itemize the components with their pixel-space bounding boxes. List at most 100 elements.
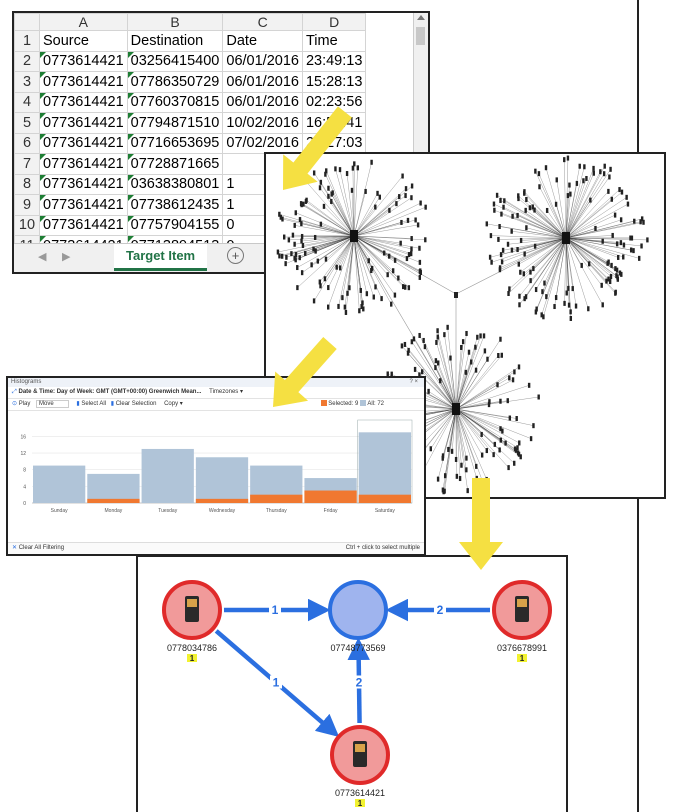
measure-select[interactable]: Date & Time: Day of Week: GMT (GMT+00:00… [18,389,202,395]
cell[interactable]: 0773614421 [39,112,128,134]
phone-node-icon [511,377,515,383]
phone-node-icon [487,402,491,408]
phone-node-icon [500,352,503,358]
cell[interactable]: 06/01/2016 [222,91,303,113]
cell[interactable]: 07/02/2016 [222,132,303,154]
column-header-row: A B C D [14,13,367,31]
cell[interactable]: Time [301,30,367,52]
copy-menu[interactable]: Copy ▾ [164,401,183,407]
cell[interactable]: 03256415400 [126,50,224,72]
cell[interactable]: 02:23:56 [301,91,367,113]
column-header[interactable]: C [222,13,303,31]
scroll-up-icon[interactable] [417,15,425,20]
tab-prev-icon[interactable]: ◀ [38,251,47,263]
phone-node-icon [323,276,327,282]
clear-filtering-button[interactable]: Clear All Filtering [18,545,65,551]
row-header[interactable]: 6 [14,132,40,154]
clear-selection-button[interactable]: Clear Selection [115,401,157,407]
secondary-select[interactable]: (none) [278,389,296,395]
cell[interactable]: Date [222,30,303,52]
phone-node-icon [619,240,623,246]
cell[interactable]: 10/02/2016 [222,112,303,134]
cell[interactable]: 07757904155 [126,214,224,236]
table-row: 3 0773614421 07786350729 06/01/2016 15:2… [14,71,367,93]
add-sheet-icon[interactable]: + [227,247,244,264]
phone-screen-icon [187,599,197,607]
cell[interactable]: 06/01/2016 [222,71,303,93]
timezones-menu[interactable]: Timezones ▾ [209,389,243,395]
select-all-button[interactable]: Select All [81,401,107,407]
y-tick-label: 16 [20,434,26,440]
phone-node-icon [569,315,573,321]
cell[interactable]: 0773614421 [39,71,128,93]
phone-node-icon [447,446,450,452]
cell[interactable]: 0773614421 [39,214,128,236]
phone-node-icon [458,476,462,482]
row-header[interactable]: 10 [14,214,40,236]
phone-node-icon [390,371,393,377]
move-select[interactable]: Move [36,400,69,408]
cell[interactable]: 07786350729 [126,71,224,93]
row-header[interactable]: 1 [14,30,40,52]
row-header[interactable]: 5 [14,112,40,134]
row-header[interactable]: 2 [14,50,40,72]
count-badge [517,654,527,662]
cell[interactable]: 16:57:41 [301,112,367,134]
select-all-corner[interactable] [14,13,40,31]
row-header[interactable]: 9 [14,194,40,216]
close-icon[interactable]: ✕ [12,545,18,551]
cell[interactable]: 03638380801 [126,173,224,195]
phone-node-icon [524,294,528,300]
phone-node-icon [617,254,620,260]
cell[interactable]: 23:49:13 [301,50,367,72]
play-icon[interactable]: ⊙ [12,401,18,407]
cell[interactable]: 07716653695 [126,132,224,154]
cell[interactable]: 0773614421 [39,132,128,154]
tab-next-icon[interactable]: ▶ [62,251,71,263]
column-header[interactable]: A [39,13,128,31]
phone-node-icon [386,371,389,377]
phone-node-icon [508,375,511,381]
phone-node-icon [276,249,280,255]
table-row: 6 0773614421 07716653695 07/02/2016 23:2… [14,132,367,154]
cell[interactable]: 07738612435 [126,194,224,216]
phone-node-icon [446,324,449,330]
column-header[interactable]: D [301,13,367,31]
cell[interactable]: 06/01/2016 [222,50,303,72]
scroll-thumb[interactable] [416,27,425,45]
cell[interactable]: 0773614421 [39,91,128,113]
tab-target-item[interactable]: Target Item [114,244,208,271]
phone-node-icon [285,254,288,260]
row-header[interactable]: 3 [14,71,40,93]
cell[interactable]: Destination [126,30,224,52]
phone-node-icon [611,232,614,238]
column-header[interactable]: B [126,13,224,31]
network-graph[interactable] [266,154,664,497]
play-button[interactable]: Play [18,401,31,407]
cell[interactable]: 07794871510 [126,112,224,134]
row-header[interactable]: 7 [14,153,40,175]
row-header[interactable]: 4 [14,91,40,113]
phone-node-icon [516,212,519,218]
cell[interactable]: 23:27:03 [301,132,367,154]
phone-node-icon [609,166,612,172]
phone-node-icon [403,341,407,347]
phone-node-icon [563,300,566,306]
cell[interactable]: 0773614421 [39,194,128,216]
cell[interactable]: Source [39,30,128,52]
phone-node-icon [486,356,489,362]
phone-screen-icon [517,599,527,607]
phone-node-icon [524,207,527,213]
phone-node-icon [398,194,401,200]
cell[interactable]: 07760370815 [126,91,224,113]
cell[interactable]: 0773614421 [39,173,128,195]
cell[interactable]: 0773614421 [39,50,128,72]
phone-node-icon [504,440,507,446]
window-controls[interactable]: ? × [409,379,418,385]
cell[interactable]: 07728871665 [126,153,224,175]
cell[interactable]: 15:28:13 [301,71,367,93]
row-header[interactable]: 8 [14,173,40,195]
cell[interactable]: 0773614421 [39,153,128,175]
